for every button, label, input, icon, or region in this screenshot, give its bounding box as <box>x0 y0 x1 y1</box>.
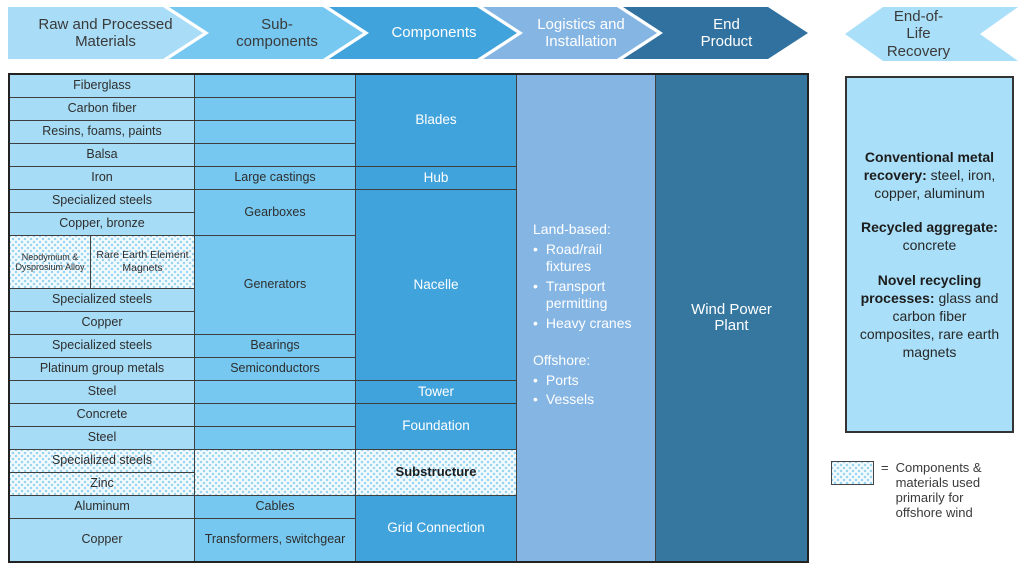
legend-equals-sign: = <box>881 460 889 475</box>
logistics-land-item-label: Heavy cranes <box>545 314 632 331</box>
bullet-icon: • <box>533 314 538 331</box>
stage-arrow-label: End-of- Life Recovery <box>886 8 951 60</box>
logistics-offshore-item: • Vessels <box>533 391 645 409</box>
bullet-icon: • <box>533 391 538 407</box>
subcomponent-cell-empty-offshore <box>195 450 355 495</box>
component-cell-grid-connection: Grid Connection <box>356 496 516 561</box>
end-product-label: Wind Power Plant <box>691 300 772 334</box>
legend-label: Components & materials used primarily fo… <box>895 460 982 520</box>
logistics-offshore-item-label: Ports <box>545 371 579 388</box>
subcomponent-cell-empty <box>195 121 355 143</box>
chain-table: Fiberglass Carbon fiber Resins, foams, p… <box>8 73 809 563</box>
end-product-cell: Wind Power Plant <box>656 75 807 561</box>
stage-arrow-logistics: Logistics and Installation <box>483 7 657 59</box>
subcomponent-cell-large-castings: Large castings <box>195 167 355 189</box>
subcomponent-cell-bearings: Bearings <box>195 335 355 357</box>
subcomponent-cell-empty <box>195 75 355 97</box>
logistics-land-item-label: Transport permitting <box>545 277 608 312</box>
bullet-icon: • <box>533 371 538 388</box>
subcomponent-cell-semiconductors: Semiconductors <box>195 358 355 380</box>
subcomponent-cell-empty <box>195 98 355 120</box>
recovery-paragraph-novel: Novel recycling processes: glass and car… <box>857 271 1002 362</box>
recovery-heading: Novel recycling processes: <box>860 271 982 306</box>
material-cell-rare-earth-element-magnets: Rare Earth Element Magnets <box>91 236 194 288</box>
recovery-detail: steel, iron, copper, aluminum <box>874 166 996 201</box>
subcomponent-cell-empty <box>195 381 355 403</box>
material-cell-carbon-fiber: Carbon fiber <box>10 98 194 120</box>
material-cell-neodymium-dysprosium-alloy: Neodymium & Dysprosium Alloy <box>10 236 90 288</box>
subcomponent-cell-empty <box>195 144 355 166</box>
material-cell-specialized-steels-2: Specialized steels <box>10 289 194 311</box>
logistics-offshore-item: • Ports <box>533 372 645 390</box>
logistics-land-title: Land-based: <box>533 221 611 237</box>
subcomponent-cell-transformers-switchgear: Transformers, switchgear <box>195 519 355 561</box>
component-cell-hub: Hub <box>356 167 516 189</box>
subcomponent-cell-generators: Generators <box>195 236 355 334</box>
bullet-icon: • <box>533 277 538 294</box>
material-cell-platinum-group-metals: Platinum group metals <box>10 358 194 380</box>
recovery-paragraph-conventional: Conventional metal recovery: steel, iron… <box>857 148 1002 203</box>
material-cell-aluminum: Aluminum <box>10 496 194 518</box>
subcomponent-cell-empty <box>195 404 355 426</box>
logistics-land-item: • Transport permitting <box>533 278 645 313</box>
legend: = Components & materials used primarily … <box>831 460 1006 521</box>
material-cell-copper-bronze: Copper, bronze <box>10 213 194 235</box>
stage-arrow-label: Logistics and Installation <box>537 15 625 50</box>
stage-arrow-raw-materials: Raw and Processed Materials <box>8 7 203 59</box>
material-cell-copper-2: Copper <box>10 312 194 334</box>
bullet-icon: • <box>533 240 538 257</box>
material-cell-specialized-steels-4: Specialized steels <box>10 450 194 472</box>
component-cell-foundation: Foundation <box>356 404 516 449</box>
material-cell-copper-3: Copper <box>10 519 194 561</box>
recovery-heading: Conventional metal recovery: <box>863 148 995 183</box>
subcomponent-cell-gearboxes: Gearboxes <box>195 190 355 235</box>
stage-arrow-label: Components <box>391 24 477 42</box>
logistics-text-block: Land-based: • Road/rail fixtures • Trans… <box>521 76 651 411</box>
stage-arrow-label: End Product <box>700 15 753 50</box>
recovery-detail: glass and carbon fiber composites, rare … <box>859 289 1000 361</box>
recovery-paragraph-aggregate: Recycled aggregate: concrete <box>857 218 1002 254</box>
material-cell-specialized-steels-3: Specialized steels <box>10 335 194 357</box>
material-cell-specialized-steels-1: Specialized steels <box>10 190 194 212</box>
logistics-cell: Land-based: • Road/rail fixtures • Trans… <box>517 75 655 561</box>
logistics-land-item: • Road/rail fixtures <box>533 241 645 276</box>
material-cell-resins-foams-paints: Resins, foams, paints <box>10 121 194 143</box>
recovery-detail: concrete <box>902 237 957 254</box>
stage-arrow-label: Raw and Processed Materials <box>38 15 173 50</box>
logistics-land-item-label: Road/rail fixtures <box>545 240 602 275</box>
material-cell-fiberglass: Fiberglass <box>10 75 194 97</box>
legend-dotted-swatch <box>831 461 874 485</box>
component-cell-nacelle: Nacelle <box>356 190 516 380</box>
subcomponent-cell-empty <box>195 427 355 449</box>
material-cell-steel-2: Steel <box>10 427 194 449</box>
material-cell-iron: Iron <box>10 167 194 189</box>
component-cell-tower: Tower <box>356 381 516 403</box>
logistics-land-item: • Heavy cranes <box>533 315 645 333</box>
component-cell-blades: Blades <box>356 75 516 166</box>
component-cell-substructure: Substructure <box>356 450 516 495</box>
recovery-box: Conventional metal recovery: steel, iron… <box>845 76 1014 433</box>
logistics-offshore-title: Offshore: <box>533 352 591 368</box>
material-cell-zinc: Zinc <box>10 473 194 495</box>
material-cell-concrete: Concrete <box>10 404 194 426</box>
logistics-offshore-item-label: Vessels <box>545 391 595 407</box>
recovery-heading: Recycled aggregate: <box>861 219 998 236</box>
stage-arrow-label: Sub-components <box>236 15 318 50</box>
subcomponent-cell-cables: Cables <box>195 496 355 518</box>
material-cell-steel-1: Steel <box>10 381 194 403</box>
spacer <box>533 334 645 352</box>
stage-arrow-end-of-life-recovery: End-of- Life Recovery <box>845 7 1018 61</box>
material-cell-balsa: Balsa <box>10 144 194 166</box>
